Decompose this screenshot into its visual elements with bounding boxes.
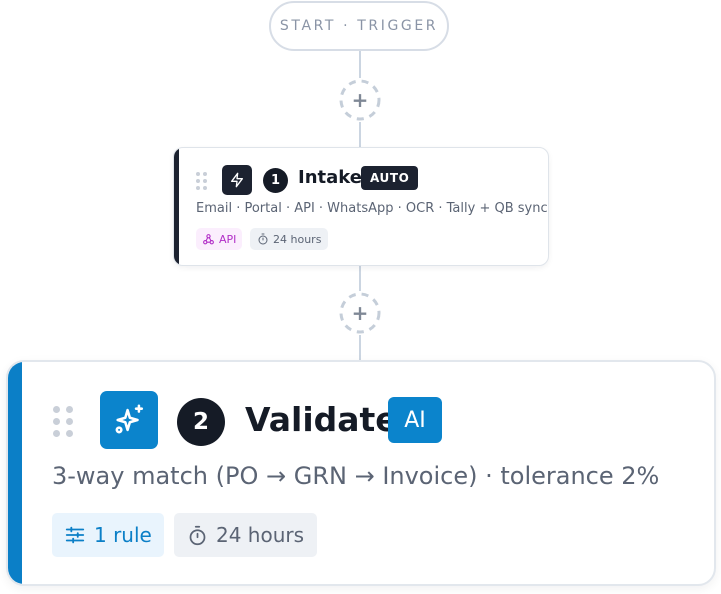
mode-badge: AI (388, 397, 442, 443)
chip-label: 1 rule (94, 523, 152, 547)
chip-label: 24 hours (216, 523, 305, 547)
connector-line (359, 51, 361, 78)
step-card-validate[interactable]: 2 Validate AI 3-way match (PO → GRN → In… (6, 360, 716, 586)
drag-handle-icon[interactable] (196, 172, 207, 190)
chip-label: 24 hours (273, 232, 322, 246)
step-accent-bar (174, 148, 179, 265)
start-trigger-label: START · TRIGGER (279, 18, 439, 34)
timer-icon (189, 525, 206, 545)
step-number-badge: 2 (177, 398, 225, 446)
dashed-circle-icon (339, 79, 381, 121)
step-description: 3-way match (PO → GRN → Invoice) · toler… (52, 462, 660, 490)
step-title: Intake (298, 167, 362, 188)
integration-chip: API (196, 228, 243, 250)
dashed-circle-icon (339, 292, 381, 334)
sparkles-icon (100, 391, 158, 449)
lightning-icon (222, 165, 252, 195)
step-title: Validate (245, 400, 398, 439)
chip-label: API (219, 232, 237, 246)
connector-line (359, 266, 361, 291)
sliders-icon (65, 526, 85, 544)
rules-chip[interactable]: 1 rule (52, 513, 164, 557)
plus-icon: + (351, 88, 369, 112)
step-number-badge: 1 (263, 168, 288, 193)
drag-handle-icon[interactable] (53, 406, 73, 437)
start-trigger-node[interactable]: START · TRIGGER (269, 1, 449, 51)
add-step-button[interactable]: + (338, 78, 382, 122)
connector-line (359, 122, 361, 147)
plus-icon: + (351, 301, 369, 325)
step-accent-bar (8, 362, 22, 584)
connector-line (359, 335, 361, 360)
add-step-button[interactable]: + (338, 291, 382, 335)
mode-badge: AUTO (361, 166, 419, 190)
step-description: Email · Portal · API · WhatsApp · OCR · … (196, 201, 548, 216)
webhook-icon (203, 233, 214, 244)
timer-icon (258, 233, 268, 245)
step-card-intake[interactable]: 1 Intake AUTO Email · Portal · API · Wha… (173, 147, 549, 266)
sla-chip: 24 hours (174, 513, 318, 557)
sla-chip: 24 hours (250, 228, 329, 250)
